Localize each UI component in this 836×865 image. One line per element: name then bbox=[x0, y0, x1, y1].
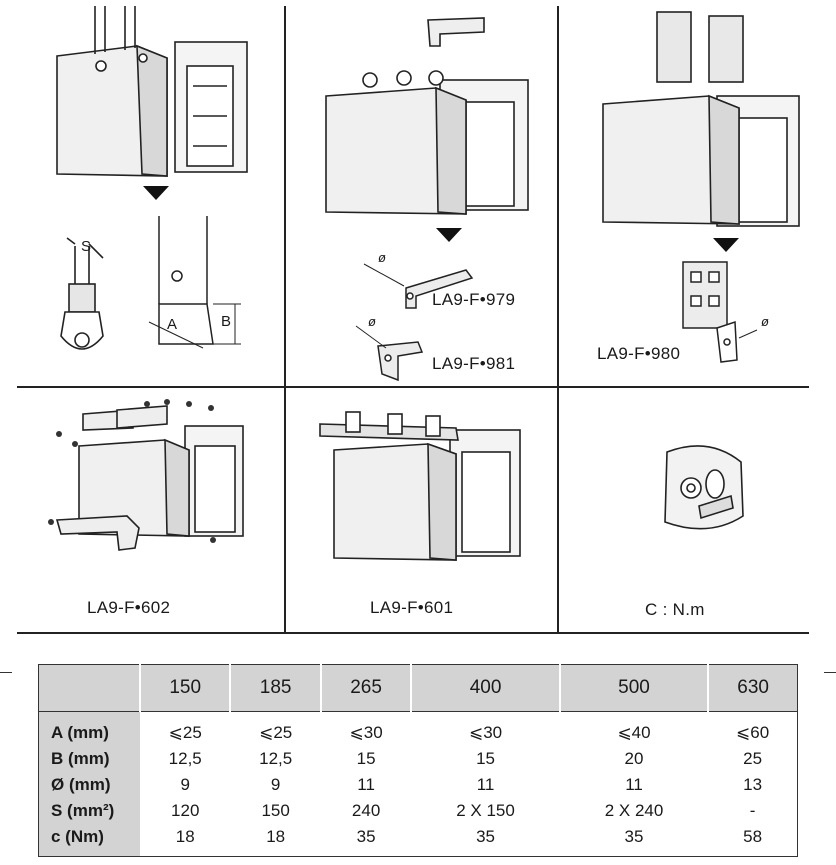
table-cell: ⩽25 bbox=[259, 723, 293, 742]
illustration-grid: S A B ø bbox=[17, 6, 809, 634]
table-cell: ⩽40 bbox=[617, 723, 651, 742]
table-cell: 12,5 bbox=[168, 749, 202, 768]
table-row: S (mm²) 120 150 240 2 X 150 2 X 240 - bbox=[38, 798, 799, 824]
dim-b-label: B bbox=[221, 313, 232, 330]
table-cell: 35 bbox=[559, 824, 709, 857]
grid-divider-vertical-1 bbox=[284, 6, 286, 634]
cell-la9-980: ø LA9-F•980 bbox=[559, 6, 809, 386]
label-la9-602: LA9-F•602 bbox=[87, 598, 171, 617]
label-la9-981: LA9-F•981 bbox=[432, 354, 516, 373]
grid-divider-bottom bbox=[17, 632, 809, 634]
table-cell: 9 bbox=[180, 775, 190, 794]
bracket-980-icon bbox=[682, 261, 758, 363]
contactor-illustration-1 bbox=[56, 6, 248, 350]
row-label: Ø (mm) bbox=[38, 772, 140, 798]
spec-table: 150 185 265 400 500 630 A (mm) ⩽25 ⩽25 ⩽… bbox=[38, 664, 799, 857]
column-header: 400 bbox=[411, 664, 561, 712]
table-cell: 15 bbox=[476, 749, 495, 768]
table-cell: 15 bbox=[356, 749, 376, 768]
cell-la9-979-981: ø ø LA9-F•979 LA9-F•981 bbox=[286, 6, 557, 386]
column-header: 265 bbox=[320, 664, 413, 712]
column-header: 500 bbox=[559, 664, 710, 712]
crop-tick bbox=[0, 672, 12, 673]
table-cell: 13 bbox=[708, 772, 799, 798]
table-cell: 9 bbox=[270, 775, 281, 794]
table-cell: ⩽60 bbox=[708, 711, 799, 746]
table-cell: - bbox=[708, 798, 799, 824]
table-cell: 25 bbox=[708, 746, 799, 772]
row-label: A (mm) bbox=[38, 711, 140, 746]
label-la9-980: LA9-F•980 bbox=[597, 344, 681, 363]
table-cell: ⩽30 bbox=[468, 723, 503, 742]
dim-a-label: A bbox=[167, 316, 178, 333]
cell-la9-602: LA9-F•602 bbox=[17, 388, 284, 632]
table-cell: 11 bbox=[357, 775, 375, 794]
table-cell: 2 X 150 bbox=[456, 801, 515, 820]
table-cell: 35 bbox=[320, 824, 412, 857]
cable-lug-icon bbox=[60, 237, 104, 350]
cell-cable-connection: S A B bbox=[17, 6, 284, 386]
column-header: 185 bbox=[230, 664, 322, 712]
dim-s-label: S bbox=[81, 238, 92, 255]
table-cell: 120 bbox=[171, 801, 200, 820]
row-label: c (Nm) bbox=[38, 824, 140, 857]
table-cell: 11 bbox=[476, 775, 495, 794]
table-cell: 35 bbox=[411, 824, 560, 857]
label-la9-601: LA9-F•601 bbox=[370, 598, 454, 617]
table-row: B (mm) 12,5 12,5 15 15 20 25 bbox=[38, 746, 799, 772]
row-label-text: S (mm²) bbox=[51, 801, 115, 820]
bracket-981-icon bbox=[355, 325, 424, 382]
table-cell: 20 bbox=[624, 749, 644, 768]
table-row: A (mm) ⩽25 ⩽25 ⩽30 ⩽30 ⩽40 ⩽60 bbox=[38, 711, 799, 746]
row-label: S (mm²) bbox=[38, 798, 140, 824]
table-header-row: 150 185 265 400 500 630 bbox=[38, 664, 799, 712]
grid-divider-horizontal bbox=[17, 386, 809, 388]
table-cell: 12,5 bbox=[259, 749, 293, 768]
column-header: 150 bbox=[140, 664, 232, 712]
table-cell: 11 bbox=[625, 775, 643, 794]
label-la9-979: LA9-F•979 bbox=[432, 290, 516, 309]
busbar-dimension-icon bbox=[148, 216, 241, 349]
table-cell: 150 bbox=[261, 801, 290, 820]
grid-divider-vertical-2 bbox=[557, 6, 559, 634]
crop-tick bbox=[824, 672, 836, 673]
table-cell: 58 bbox=[708, 824, 799, 857]
bracket-979-icon bbox=[363, 263, 474, 309]
column-header: 630 bbox=[708, 664, 799, 712]
table-row: c (Nm) 18 18 35 35 35 58 bbox=[38, 824, 799, 857]
contactor-illustration-2 bbox=[325, 17, 529, 382]
cell-la9-601: LA9-F•601 bbox=[286, 388, 557, 632]
phi-symbol: ø bbox=[368, 314, 376, 329]
row-label: B (mm) bbox=[38, 746, 140, 772]
table-row: Ø (mm) 9 9 11 11 11 13 bbox=[38, 772, 799, 798]
table-cell: 18 bbox=[140, 824, 231, 857]
table-corner bbox=[38, 664, 141, 712]
contactor-illustration-5 bbox=[319, 411, 521, 561]
table-cell: 18 bbox=[230, 824, 321, 857]
contactor-illustration-3 bbox=[602, 11, 800, 363]
cell-torque: C : N.m bbox=[559, 388, 809, 632]
phi-symbol: ø bbox=[378, 250, 386, 265]
table-cell: 240 bbox=[351, 801, 381, 820]
hardware-bag-icon bbox=[664, 445, 744, 530]
label-torque-unit: C : N.m bbox=[645, 600, 705, 619]
phi-symbol: ø bbox=[761, 314, 769, 329]
table-cell: 2 X 240 bbox=[604, 801, 664, 820]
contactor-illustration-4 bbox=[48, 399, 244, 551]
table-cell: ⩽25 bbox=[168, 723, 202, 742]
table-cell: ⩽30 bbox=[349, 723, 383, 742]
